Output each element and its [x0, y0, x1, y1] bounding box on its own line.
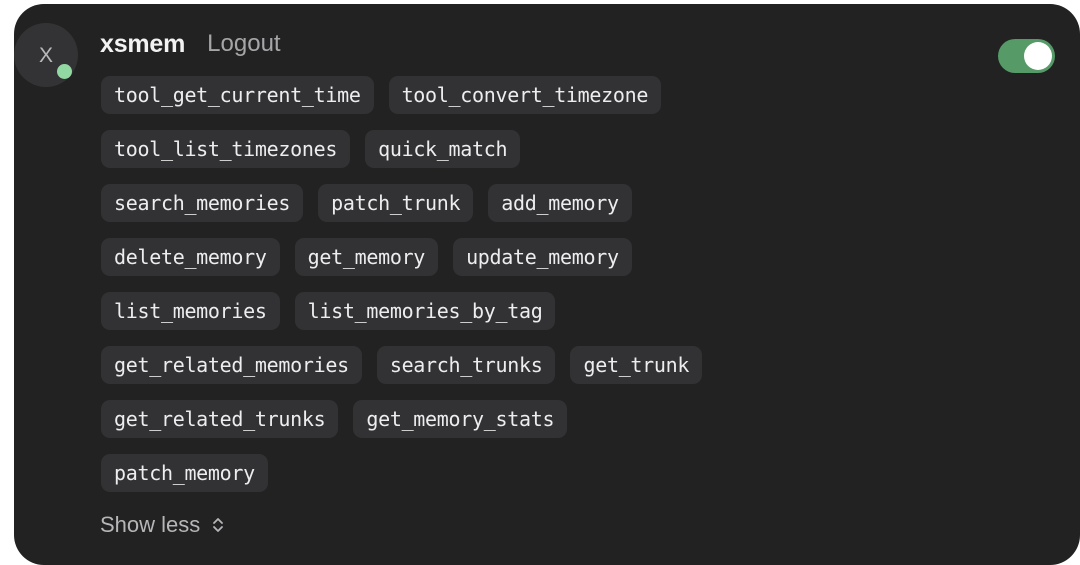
- tool-row: delete_memory get_memory update_memory: [101, 238, 1054, 276]
- tool-pill-label: add_memory: [501, 191, 619, 215]
- tool-pill[interactable]: update_memory: [453, 238, 632, 276]
- tool-row: tool_get_current_time tool_convert_timezo…: [101, 76, 1054, 114]
- show-less-button[interactable]: Show less: [100, 514, 225, 536]
- panel-header: xsmem Logout: [100, 26, 1054, 62]
- tool-pill-label: tool_list_timezones: [114, 137, 338, 161]
- tool-list: tool_get_current_time tool_convert_timezo…: [101, 76, 1054, 508]
- tool-row: get_related_memories search_trunks get_tru…: [101, 346, 1054, 384]
- tool-pill[interactable]: get_memory: [294, 238, 439, 276]
- tool-pill-label: tool_convert_timezone: [401, 83, 649, 107]
- tool-pill-label: quick_match: [378, 137, 508, 161]
- tool-pill-label: patch_memory: [114, 461, 255, 485]
- tool-pill[interactable]: tool_convert_timezone: [388, 76, 662, 114]
- tool-pill[interactable]: delete_memory: [101, 238, 280, 276]
- tool-pill-label: get_memory: [307, 245, 426, 269]
- tool-pill-label: patch_trunk: [331, 191, 461, 215]
- tool-pill[interactable]: patch_memory: [101, 454, 268, 492]
- tool-pill-label: search_trunks: [389, 353, 543, 377]
- tool-row: list_memories list_memories_by_tag: [101, 292, 1054, 330]
- tool-pill-label: get_trunk: [583, 353, 690, 377]
- tool-pill[interactable]: patch_trunk: [318, 184, 474, 222]
- logout-link[interactable]: Logout: [207, 30, 281, 57]
- tool-pill[interactable]: quick_match: [365, 130, 521, 168]
- tool-pill[interactable]: list_memories_by_tag: [294, 292, 556, 330]
- tool-row: get_related_trunks get_memory_stats: [101, 400, 1054, 438]
- show-less-label: Show less: [100, 512, 201, 537]
- tool-pill[interactable]: get_memory_stats: [353, 400, 568, 438]
- tool-pill[interactable]: tool_get_current_time: [101, 76, 374, 114]
- enable-toggle[interactable]: [998, 39, 1055, 73]
- tool-pill[interactable]: add_memory: [488, 184, 632, 222]
- tool-pill[interactable]: search_trunks: [376, 346, 556, 384]
- tool-pill-label: delete_memory: [114, 245, 267, 269]
- tool-row: search_memories patch_trunk add_memory: [101, 184, 1054, 222]
- tool-pill-label: get_memory_stats: [366, 407, 555, 431]
- tool-row: patch_memory: [101, 454, 1054, 492]
- app-title: xsmem: [100, 29, 186, 58]
- tool-pill[interactable]: get_related_trunks: [101, 400, 339, 438]
- avatar-initial: X: [38, 43, 53, 67]
- toggle-knob: [1024, 42, 1052, 70]
- chevron-up-down-icon: [211, 515, 225, 535]
- tool-pill-label: get_related_memories: [114, 353, 349, 377]
- tool-pill[interactable]: get_related_memories: [101, 346, 362, 384]
- tool-pill[interactable]: get_trunk: [570, 346, 703, 384]
- tool-pill[interactable]: tool_list_timezones: [101, 130, 351, 168]
- tool-pill[interactable]: list_memories: [101, 292, 280, 330]
- tool-pill-label: get_related_trunks: [114, 407, 326, 431]
- tool-pill-label: search_memories: [114, 191, 291, 215]
- tool-pill-label: list_memories: [114, 299, 267, 323]
- tool-pill-label: list_memories_by_tag: [307, 299, 543, 323]
- tool-row: tool_list_timezones quick_match: [101, 130, 1054, 168]
- tool-pill-label: update_memory: [466, 245, 619, 269]
- tool-pill-label: tool_get_current_time: [114, 83, 361, 107]
- tool-pill[interactable]: search_memories: [101, 184, 304, 222]
- online-status-dot: [57, 64, 72, 79]
